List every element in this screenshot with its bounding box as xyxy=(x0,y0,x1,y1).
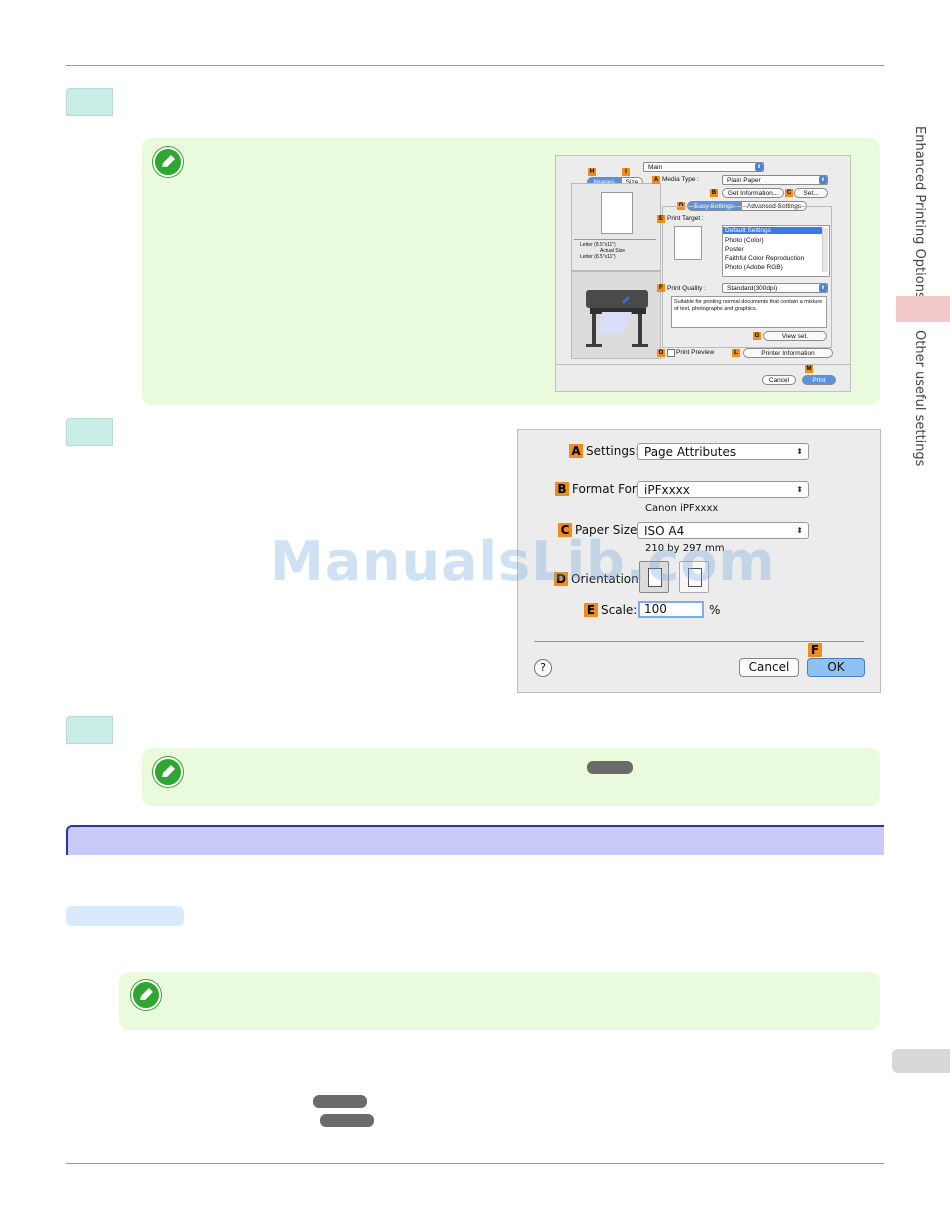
letter-L: L xyxy=(732,349,740,357)
print-button[interactable]: Print xyxy=(802,375,836,385)
letter-I: I xyxy=(622,168,630,176)
print-target-thumbnail xyxy=(674,226,702,260)
paper-size-popup[interactable]: ISO A4⬍ xyxy=(637,522,809,539)
page-thumbnail xyxy=(601,192,633,234)
print-quality-label: Print Quality : xyxy=(667,285,707,292)
key-badge-1 xyxy=(313,1095,367,1108)
set-button[interactable]: Set... xyxy=(794,188,828,198)
letter-A: A xyxy=(652,176,660,184)
letter-C: C xyxy=(785,189,793,197)
landscape-orientation-button[interactable] xyxy=(679,561,709,593)
portrait-orientation-button[interactable] xyxy=(639,561,669,593)
print-quality-popup[interactable]: Standard(300dpi)⬍ xyxy=(722,283,828,293)
letter-F: F xyxy=(657,284,665,292)
note-pencil-icon xyxy=(153,147,183,177)
letter-M: M xyxy=(805,365,813,373)
easy-settings-panel xyxy=(662,206,832,348)
portrait-icon xyxy=(648,568,662,587)
printer-driver-dialog: Main⬍ H I Images Size Letter (8.5"x11") … xyxy=(555,155,851,392)
preview-divider xyxy=(574,239,656,240)
letter-D: D xyxy=(554,572,568,586)
settings-popup[interactable]: Page Attributes⬍ xyxy=(637,443,809,460)
media-type-popup[interactable]: Plain Paper⬍ xyxy=(722,175,828,185)
step-tab-1 xyxy=(66,88,113,116)
list-scrollbar[interactable] xyxy=(822,228,828,272)
format-for-label: Format For: xyxy=(572,482,641,496)
note-box-2 xyxy=(142,748,880,806)
settings-label: Settings: xyxy=(586,444,640,458)
watermark: ManualsLib.com xyxy=(270,530,776,593)
key-badge-2 xyxy=(320,1114,374,1127)
section-heading-bar xyxy=(66,825,884,855)
letter-C: C xyxy=(558,523,572,537)
note-pencil-icon xyxy=(131,980,161,1010)
help-button[interactable]: ? xyxy=(534,659,552,677)
letter-E: E xyxy=(584,603,598,617)
scale-input[interactable]: 100 xyxy=(638,601,704,618)
print-preview-label: Print Preview xyxy=(676,349,715,356)
format-sub-label: Canon iPFxxxx xyxy=(645,503,719,514)
note-box-3 xyxy=(119,972,880,1030)
letter-B: B xyxy=(710,189,718,197)
scale-label: Scale: xyxy=(601,603,638,617)
step-tab-3 xyxy=(66,716,113,744)
page-setup-dialog: A Settings: Page Attributes⬍ B Format Fo… xyxy=(517,429,881,693)
letter-B: B xyxy=(555,482,569,496)
preset-popup[interactable]: Main⬍ xyxy=(643,162,764,172)
side-tab-highlight xyxy=(896,296,950,322)
target-item-photo-adobe[interactable]: Photo (Adobe RGB) xyxy=(725,264,783,271)
paper-size-label: Paper Size: xyxy=(575,523,642,537)
side-tab-other-settings[interactable]: Other useful settings xyxy=(912,330,927,467)
bottom-rule xyxy=(66,1163,884,1164)
paper-sub-label: 210 by 297 mm xyxy=(645,543,725,554)
target-item-photo-color[interactable]: Photo (Color) xyxy=(725,237,764,244)
print-preview-checkbox[interactable] xyxy=(667,349,675,357)
cancel-button[interactable]: Cancel xyxy=(762,375,796,385)
dialog-divider xyxy=(534,641,864,642)
dialog-divider xyxy=(556,364,850,365)
letter-H: H xyxy=(588,168,596,176)
printer-illustration xyxy=(571,271,661,359)
letter-A: A xyxy=(569,444,583,458)
menu-key-badge xyxy=(587,761,633,774)
target-item-poster[interactable]: Poster xyxy=(725,246,744,253)
letter-O: O xyxy=(657,349,665,357)
scale-unit: % xyxy=(709,603,721,617)
orientation-label: Orientation: xyxy=(571,572,643,586)
preview-pane: Letter (8.5"x11") Actual Size Letter (8.… xyxy=(571,183,661,271)
landscape-icon xyxy=(688,568,702,587)
letter-E: E xyxy=(657,215,665,223)
print-target-list[interactable]: Default Settings Photo (Color) Poster Fa… xyxy=(722,225,830,277)
step-tab-2 xyxy=(66,418,113,446)
letter-F: F xyxy=(808,643,822,657)
cancel-button[interactable]: Cancel xyxy=(739,658,799,677)
note-pencil-icon xyxy=(153,757,183,787)
letter-G: G xyxy=(753,332,761,340)
size-line-1: Letter (8.5"x11") xyxy=(580,242,616,248)
target-item-faithful[interactable]: Faithful Color Reproduction xyxy=(725,255,805,262)
view-set-button[interactable]: View set. xyxy=(763,331,827,341)
get-information-button[interactable]: Get Information... xyxy=(722,188,784,198)
print-target-label: Print Target : xyxy=(667,215,704,222)
printer-information-button[interactable]: Printer Information xyxy=(743,348,833,358)
format-for-popup[interactable]: iPFxxxx⬍ xyxy=(637,481,809,498)
top-rule xyxy=(66,65,884,66)
subheading-pill xyxy=(66,906,184,926)
media-type-label: Media Type : xyxy=(662,176,700,183)
page-number-tab xyxy=(892,1049,950,1073)
description-box: Suitable for printing normal documents t… xyxy=(671,296,827,328)
size-line-3: Letter (8.5"x11") xyxy=(580,254,616,260)
side-tab-enhanced-printing[interactable]: Enhanced Printing Options xyxy=(912,126,927,299)
target-item-default[interactable]: Default Settings xyxy=(723,227,822,234)
ok-button[interactable]: OK xyxy=(807,658,865,677)
size-line-2: Actual Size xyxy=(600,248,626,254)
